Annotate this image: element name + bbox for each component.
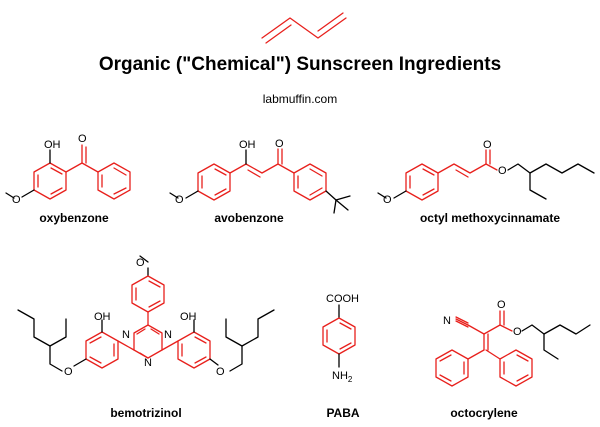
atom-label-n: N [443, 315, 451, 327]
atom-label-oh: OH [180, 311, 197, 323]
page-subtitle: labmuffin.com [262, 92, 338, 106]
atom-label-n: N [122, 329, 130, 341]
atom-label-oh: OH [239, 139, 256, 151]
atom-label-o: O [513, 326, 522, 338]
compound-name-avobenzone: avobenzone [214, 211, 284, 225]
atom-label-o: O [136, 257, 145, 269]
atom-label-o: O [216, 366, 225, 378]
atom-label-o: O [64, 366, 73, 378]
compound-name-octocrylene: octocrylene [450, 406, 518, 420]
atom-label-n: N [164, 329, 172, 341]
atom-label-o: O [498, 165, 507, 177]
atom-label-o: O [483, 139, 492, 151]
compound-name-oxybenzone: oxybenzone [39, 211, 109, 225]
atom-label-o: O [78, 133, 87, 145]
atom-label-o: O [175, 194, 184, 206]
atom-label-n: N [144, 357, 152, 369]
page-title: Organic ("Chemical") Sunscreen Ingredien… [98, 54, 502, 75]
atom-label-o: O [12, 194, 21, 206]
atom-label-oh: OH [94, 311, 111, 323]
atom-label-o: O [383, 194, 392, 206]
atom-label-nh2: NH2 [332, 370, 353, 384]
subscript-2: 2 [348, 375, 353, 384]
nh-text: NH [332, 370, 348, 382]
compound-name-octyl-methoxycinnamate: octyl methoxycinnamate [419, 211, 561, 225]
atom-label-o: O [497, 299, 506, 311]
compound-name-bemotrizinol: bemotrizinol [110, 406, 182, 420]
atom-label-oh: OH [44, 139, 61, 151]
compound-name-paba: PABA [326, 406, 360, 420]
atom-label-cooh: COOH [326, 293, 359, 305]
atom-label-o: O [275, 138, 284, 150]
